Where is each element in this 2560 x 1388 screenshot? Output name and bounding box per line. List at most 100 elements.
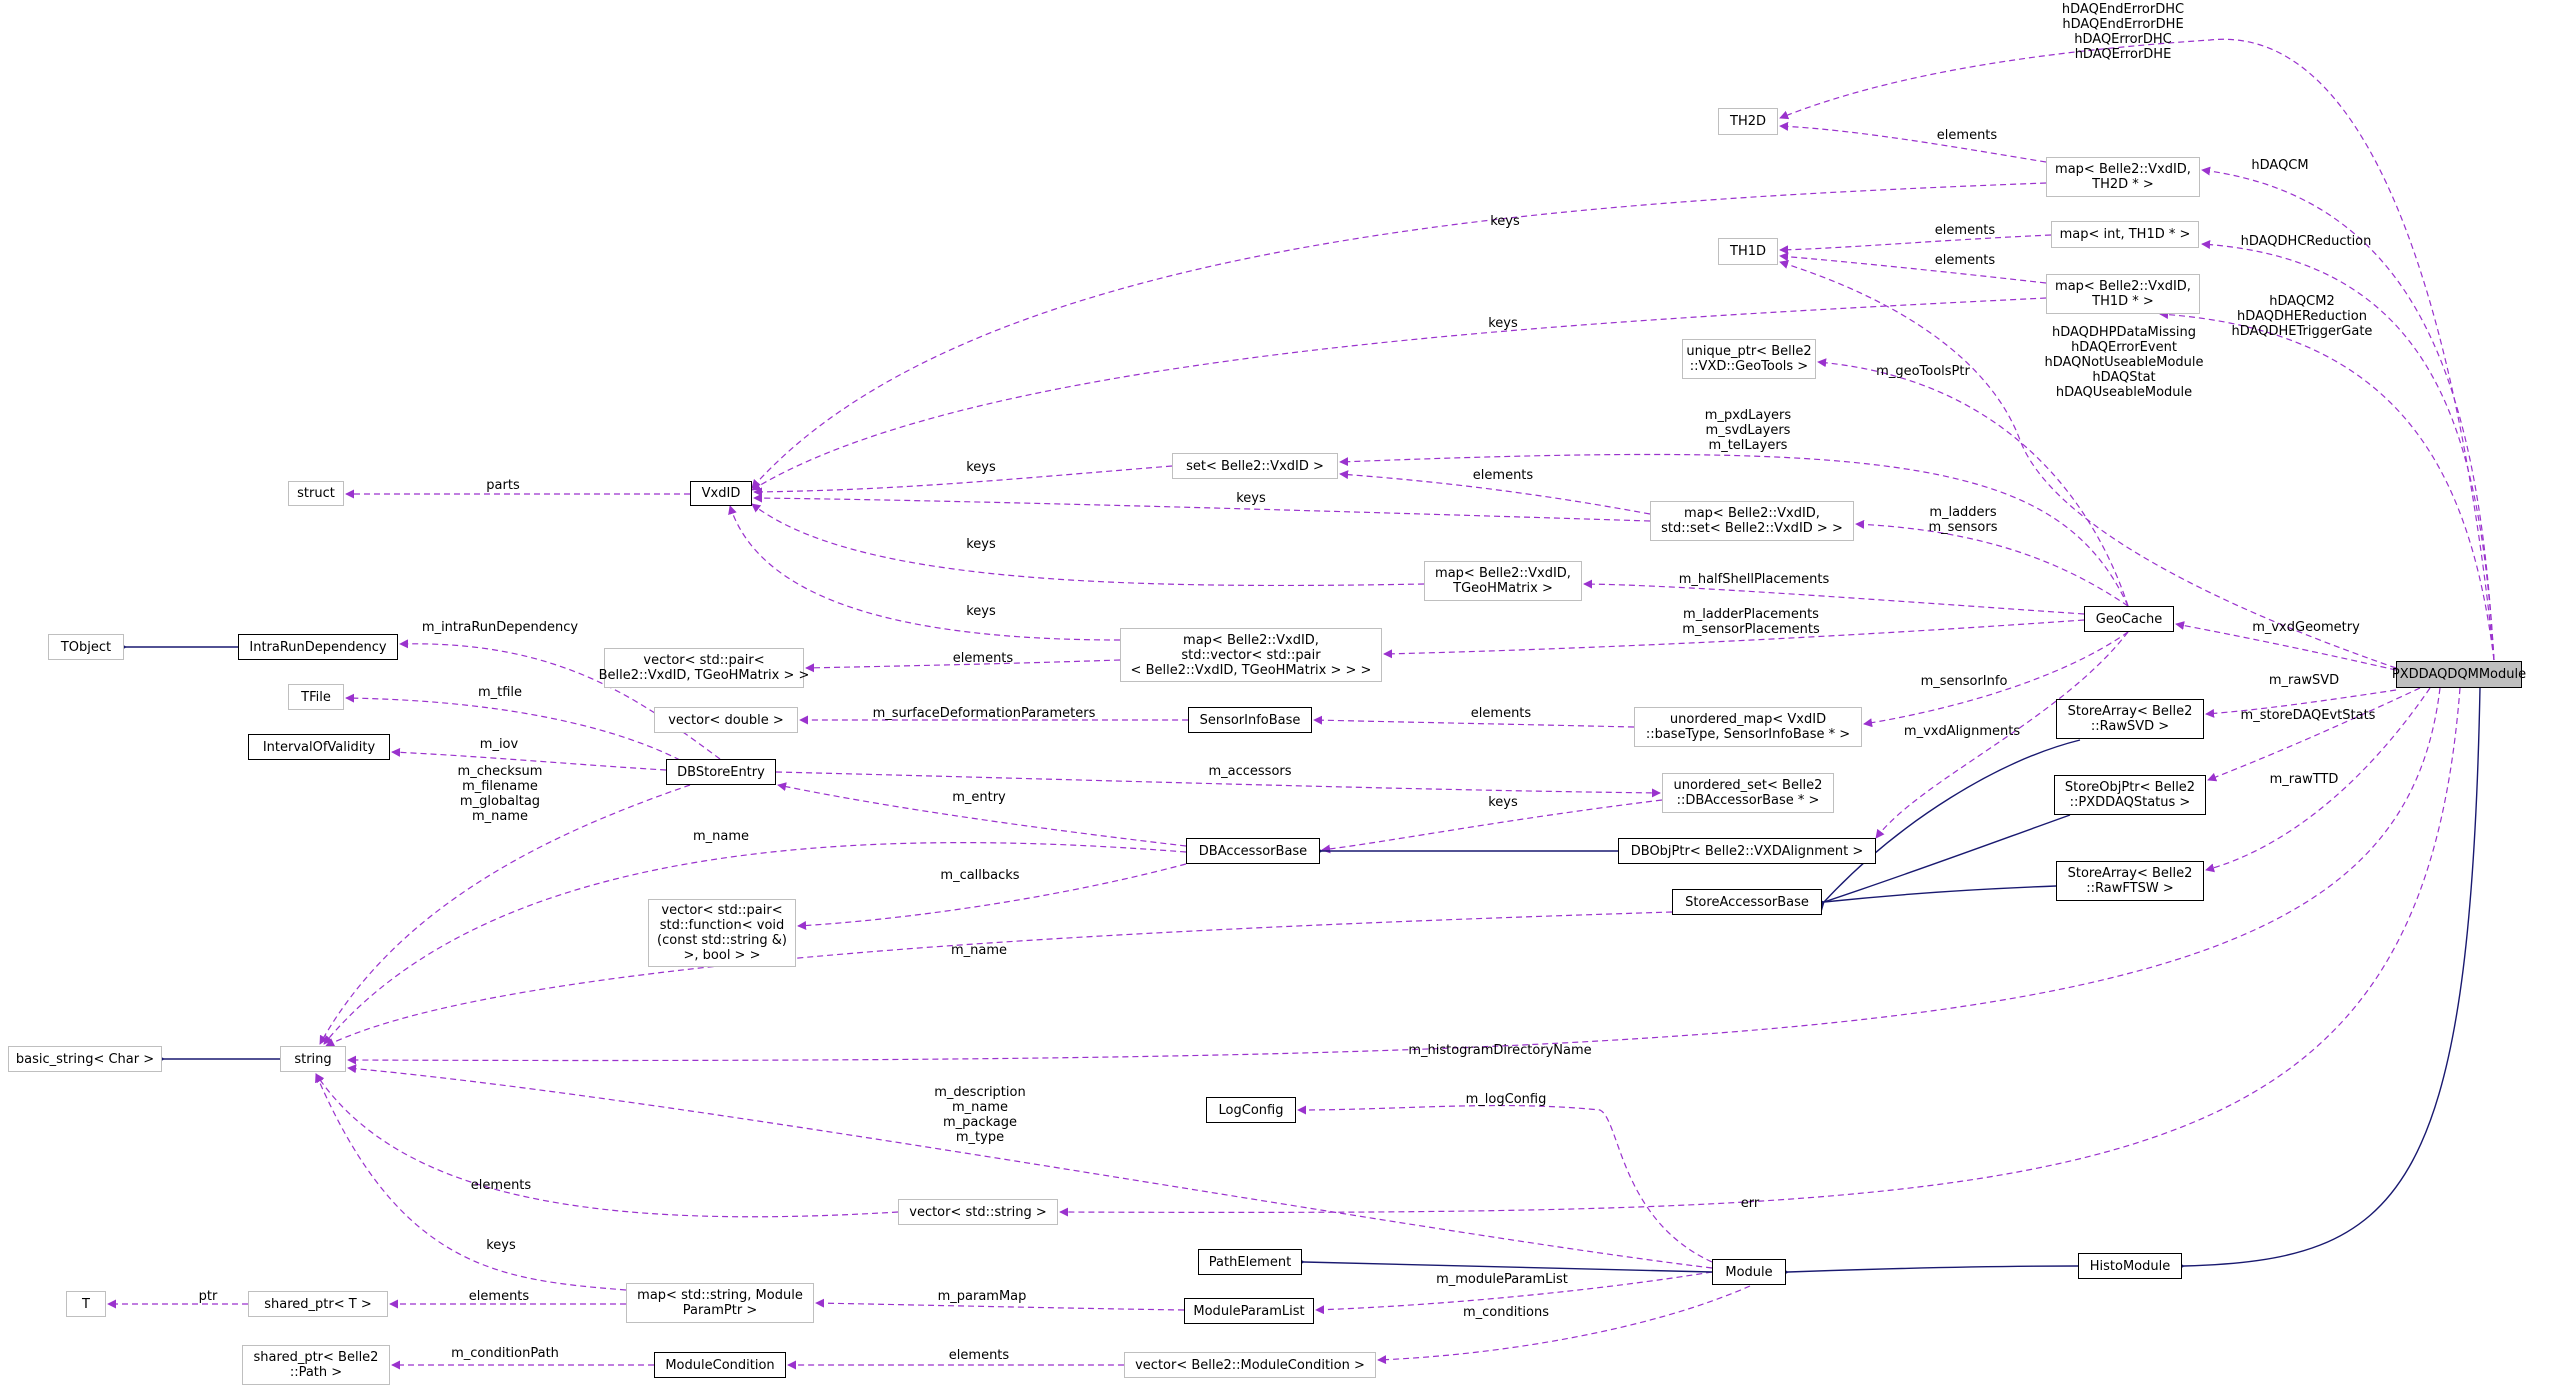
- node-shared-ptr-path[interactable]: shared_ptr< Belle2 ::Path >: [242, 1345, 390, 1385]
- node-label: map< Belle2::VxdID,: [1183, 632, 1319, 648]
- edge-label-line: err: [1740, 1196, 1760, 1211]
- node-pxddaqdqmmodule[interactable]: PXDDAQDQMModule: [2392, 661, 2526, 688]
- node-vector-string[interactable]: vector< std::string >: [898, 1199, 1058, 1225]
- node-storeobjptr-pxddaqstatus[interactable]: StoreObjPtr< Belle2 ::PXDDAQStatus >: [2054, 775, 2206, 815]
- node-histomodule[interactable]: HistoModule: [2078, 1253, 2182, 1279]
- node-label: ::Path >: [289, 1365, 343, 1380]
- edge-label-line: keys: [1490, 214, 1520, 229]
- edge-label-line: hDAQUseableModule: [2055, 385, 2193, 400]
- node-label: map< Belle2::VxdID,: [2055, 279, 2191, 294]
- node-string[interactable]: string: [280, 1046, 346, 1072]
- node-unordered-map-sensor[interactable]: unordered_map< VxdID ::baseType, SensorI…: [1634, 707, 1862, 747]
- node-label: TFile: [301, 689, 331, 705]
- edge-label-hdaq-errors: hDAQEndErrorDHC hDAQEndErrorDHE hDAQErro…: [2058, 2, 2188, 62]
- edge-hdaqdhcreduction: [2201, 240, 2495, 661]
- node-map-int-th1d[interactable]: map< int, TH1D * >: [2051, 221, 2199, 248]
- node-t[interactable]: T: [66, 1291, 106, 1317]
- edge-label-line: keys: [1488, 316, 1518, 331]
- edge-m-callbacks: [797, 863, 1187, 931]
- node-tobject[interactable]: TObject: [48, 634, 124, 660]
- edge-label-line: m_rawSVD: [2268, 673, 2340, 688]
- edge-label-m-surfacedeformationparameters: m_surfaceDeformationParameters: [866, 706, 1102, 721]
- node-moduleparamlist[interactable]: ModuleParamList: [1184, 1298, 1314, 1324]
- node-storeaccessorbase[interactable]: StoreAccessorBase: [1672, 889, 1822, 915]
- edge-label-line: m_rawTTD: [2269, 772, 2339, 787]
- edge-label-m-conditionpath: m_conditionPath: [440, 1346, 570, 1361]
- node-modulecondition[interactable]: ModuleCondition: [654, 1352, 786, 1378]
- node-basic-string[interactable]: basic_string< Char >: [8, 1046, 162, 1072]
- node-geocache[interactable]: GeoCache: [2084, 606, 2174, 632]
- node-th1d[interactable]: TH1D: [1718, 238, 1778, 265]
- edge-map-vecpair-keys: [728, 505, 1121, 641]
- edge-label-elements: elements: [466, 1178, 536, 1193]
- edge-label-line: keys: [486, 1238, 516, 1253]
- inherit-module: [1776, 1265, 2079, 1279]
- node-vector-pair-tgeo[interactable]: vector< std::pair< Belle2::VxdID, TGeoHM…: [599, 648, 809, 688]
- edge-label-line: hDAQCM: [2251, 158, 2309, 173]
- edge-label-m-ladderplacements: m_ladderPlacements m_sensorPlacements: [1666, 607, 1836, 637]
- node-map-vxdid-th1d[interactable]: map< Belle2::VxdID, TH1D * >: [2046, 274, 2200, 314]
- edge-label-parts: parts: [478, 478, 528, 493]
- edge-map-tgeo-keys: [751, 503, 1425, 587]
- edge-label-line: hDAQCM2: [2269, 294, 2335, 309]
- node-th2d[interactable]: TH2D: [1718, 108, 1778, 135]
- edge-label-line: elements: [1470, 706, 1532, 721]
- node-label: StoreArray< Belle2: [2067, 866, 2193, 881]
- edge-label-m-name: m_name: [944, 943, 1014, 958]
- node-label: unique_ptr< Belle2: [1686, 344, 1812, 359]
- node-unordered-set-dbaccessor[interactable]: unordered_set< Belle2 ::DBAccessorBase *…: [1662, 773, 1834, 813]
- node-label: vector< std::pair<: [661, 903, 783, 918]
- node-logconfig[interactable]: LogConfig: [1206, 1097, 1296, 1123]
- node-storearray-rawsvd[interactable]: StoreArray< Belle2 ::RawSVD >: [2056, 699, 2204, 739]
- node-map-vxdid-set[interactable]: map< Belle2::VxdID, std::set< Belle2::Vx…: [1650, 501, 1854, 541]
- node-map-string-moduleparamptr[interactable]: map< std::string, Module ParamPtr >: [626, 1283, 814, 1323]
- edge-hdaqcm2: [2159, 310, 2495, 661]
- node-dbaccessorbase[interactable]: DBAccessorBase: [1186, 838, 1320, 864]
- node-vxdid[interactable]: VxdID: [690, 481, 752, 506]
- node-label: std::vector< std::pair: [1181, 647, 1321, 663]
- node-vector-double[interactable]: vector< double >: [654, 707, 798, 733]
- edge-label-line: m_description: [934, 1085, 1026, 1100]
- node-map-vxdid-th2d[interactable]: map< Belle2::VxdID, TH2D * >: [2046, 157, 2200, 197]
- node-dbobjptr-vxdalignment[interactable]: DBObjPtr< Belle2::VXDAlignment >: [1618, 838, 1876, 864]
- node-sensorinfobase[interactable]: SensorInfoBase: [1188, 707, 1312, 733]
- node-dbstoreentry[interactable]: DBStoreEntry: [666, 759, 776, 785]
- edge-label-line: m_sensorInfo: [1920, 674, 2008, 689]
- edge-label-elements: elements: [944, 1348, 1014, 1363]
- edge-label-line: m_callbacks: [940, 868, 1020, 883]
- node-intervalofvalidity[interactable]: IntervalOfValidity: [248, 734, 390, 760]
- node-label: IntraRunDependency: [249, 639, 387, 655]
- edge-label-m-vxdgeometry: m_vxdGeometry: [2244, 620, 2368, 635]
- node-shared-ptr-t[interactable]: shared_ptr< T >: [248, 1291, 388, 1317]
- edge-label-line: m_package: [942, 1115, 1018, 1130]
- edge-m-sensorinfo: [1863, 631, 2129, 728]
- node-map-vxdid-tgeo[interactable]: map< Belle2::VxdID, TGeoHMatrix >: [1424, 561, 1582, 601]
- node-label: vector< std::pair<: [643, 653, 765, 668]
- node-tfile[interactable]: TFile: [288, 684, 344, 710]
- node-set-vxdid[interactable]: set< Belle2::VxdID >: [1172, 453, 1338, 479]
- node-vector-modulecondition[interactable]: vector< Belle2::ModuleCondition >: [1124, 1352, 1376, 1378]
- node-intrarundependency[interactable]: IntraRunDependency: [238, 634, 398, 660]
- node-label: TH1D: [1730, 244, 1766, 259]
- node-vector-function[interactable]: vector< std::pair< std::function< void (…: [648, 899, 796, 967]
- node-label: map< Belle2::VxdID,: [1435, 566, 1571, 581]
- node-storearray-rawftsw[interactable]: StoreArray< Belle2 ::RawFTSW >: [2056, 861, 2204, 901]
- edge-label-line: m_sensorPlacements: [1682, 622, 1820, 637]
- node-label: (const std::string &): [657, 933, 787, 948]
- node-label: ::VXD::GeoTools >: [1689, 359, 1809, 374]
- edge-label-line: m_name: [471, 809, 529, 824]
- node-module[interactable]: Module: [1712, 1259, 1786, 1285]
- edge-label-line: keys: [966, 537, 996, 552]
- node-pathelement[interactable]: PathElement: [1198, 1249, 1302, 1275]
- node-label: shared_ptr< T >: [264, 1296, 372, 1312]
- node-unique-ptr-geotools[interactable]: unique_ptr< Belle2 ::VXD::GeoTools >: [1682, 339, 1816, 379]
- edge-label-ptr: ptr: [188, 1289, 228, 1304]
- node-map-vxdid-vector-pair[interactable]: map< Belle2::VxdID, std::vector< std::pa…: [1120, 628, 1382, 682]
- node-label: DBStoreEntry: [677, 764, 765, 780]
- node-struct[interactable]: struct: [288, 481, 344, 506]
- edge-set-keys: [753, 465, 1173, 497]
- node-label: >, bool > >: [683, 948, 761, 963]
- edge-m-conditions: [1377, 1285, 1751, 1365]
- edge-label-line: elements: [468, 1289, 530, 1304]
